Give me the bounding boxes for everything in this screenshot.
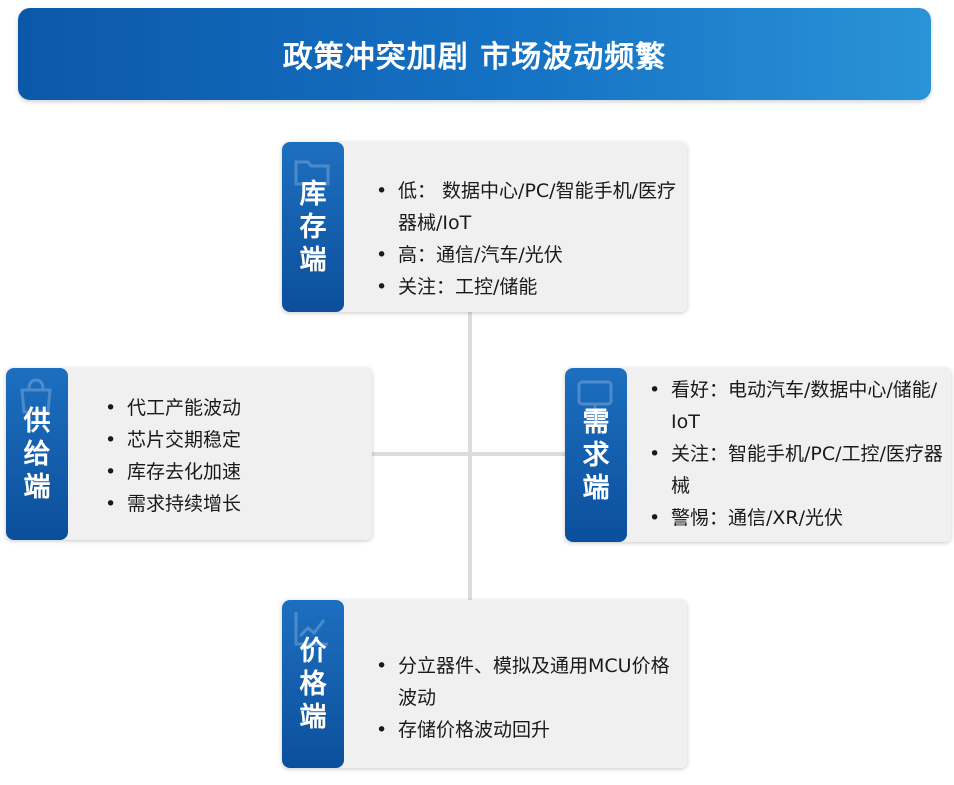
- demand-list: 看好：电动汽车/数据中心/储能/ IoT 关注：智能手机/PC/工控/医疗器械 …: [645, 374, 945, 534]
- list-item: 关注：智能手机/PC/工控/医疗器械: [645, 438, 945, 502]
- inventory-tab: 库存端: [282, 142, 344, 312]
- list-item: 分立器件、模拟及通用MCU价格波动: [372, 650, 680, 714]
- page-title: 政策冲突加剧 市场波动频繁: [282, 40, 667, 75]
- chart-icon: [294, 612, 328, 646]
- supply-label: 供给端: [23, 405, 51, 503]
- list-item: 关注：工控/储能: [372, 271, 680, 303]
- list-item: 警惕：通信/XR/光伏: [645, 502, 945, 534]
- list-item: 高：通信/汽车/光伏: [372, 239, 680, 271]
- supply-card: 供给端 代工产能波动 芯片交期稳定 库存去化加速 需求持续增长: [6, 368, 372, 540]
- inventory-card: 库存端 低： 数据中心/PC/智能手机/医疗器械/IoT 高：通信/汽车/光伏 …: [282, 142, 687, 312]
- vertical-connector: [468, 312, 472, 602]
- price-label: 价格端: [299, 635, 327, 733]
- inventory-label: 库存端: [299, 178, 327, 276]
- supply-list: 代工产能波动 芯片交期稳定 库存去化加速 需求持续增长: [101, 392, 361, 520]
- supply-tab: 供给端: [6, 368, 68, 540]
- price-card: 价格端 分立器件、模拟及通用MCU价格波动 存储价格波动回升: [282, 600, 687, 768]
- title-banner: 政策冲突加剧 市场波动频繁: [18, 8, 931, 100]
- shopping-bag-icon: [20, 378, 52, 414]
- monitor-icon: [577, 380, 613, 412]
- folder-icon: [294, 160, 330, 186]
- list-item: 存储价格波动回升: [372, 714, 680, 746]
- list-item: 需求持续增长: [101, 488, 361, 520]
- list-item: 代工产能波动: [101, 392, 361, 424]
- price-tab: 价格端: [282, 600, 344, 768]
- demand-card: 需求端 看好：电动汽车/数据中心/储能/ IoT 关注：智能手机/PC/工控/医…: [565, 368, 951, 542]
- demand-label: 需求端: [582, 406, 610, 504]
- list-item: 看好：电动汽车/数据中心/储能/ IoT: [645, 374, 945, 438]
- list-item: 芯片交期稳定: [101, 424, 361, 456]
- horizontal-connector: [372, 452, 568, 456]
- demand-tab: 需求端: [565, 368, 627, 542]
- list-item: 库存去化加速: [101, 456, 361, 488]
- inventory-list: 低： 数据中心/PC/智能手机/医疗器械/IoT 高：通信/汽车/光伏 关注：工…: [372, 175, 680, 303]
- price-list: 分立器件、模拟及通用MCU价格波动 存储价格波动回升: [372, 650, 680, 746]
- list-item: 低： 数据中心/PC/智能手机/医疗器械/IoT: [372, 175, 680, 239]
